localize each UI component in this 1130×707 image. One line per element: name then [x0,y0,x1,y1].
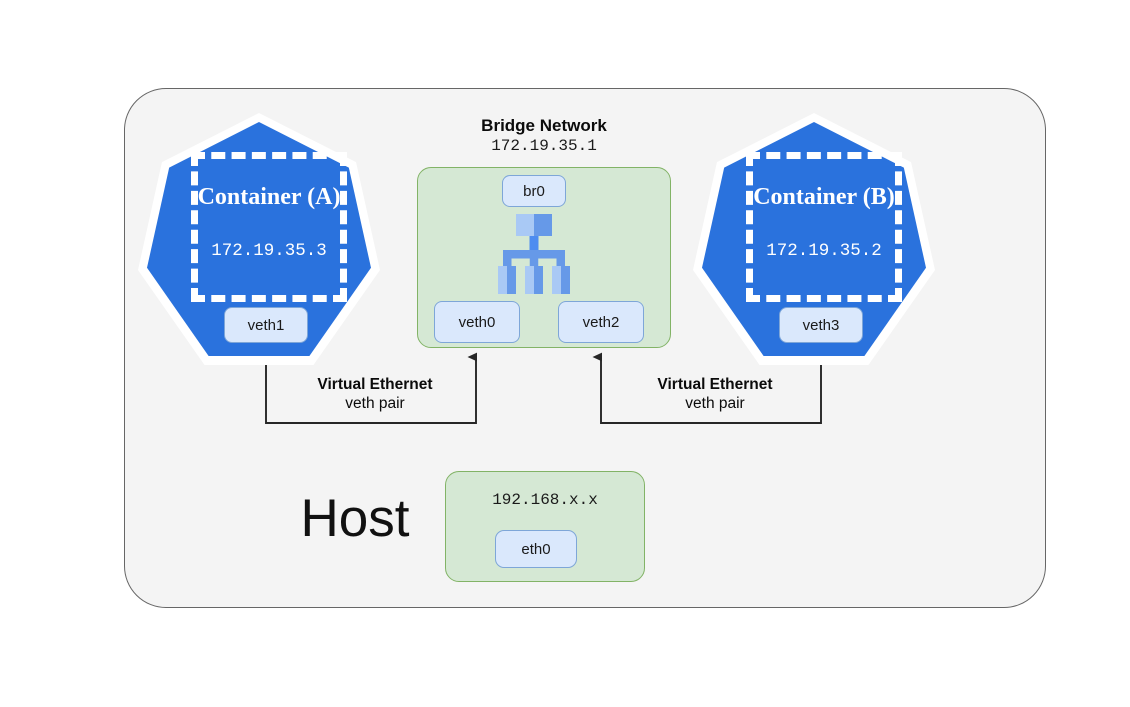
container-b-inner: Container (B) 172.19.35.2 [746,152,902,302]
veth-pair-subtitle-right: veth pair [685,395,745,413]
veth-pair-title-left: Virtual Ethernet [317,376,433,393]
veth-pair-title-right: Virtual Ethernet [657,376,773,393]
container-b-title: Container (B) [753,184,895,210]
veth-pair-label-left: Virtual Ethernet veth pair [260,375,490,414]
host-label: Host [300,489,410,548]
interface-eth0[interactable]: eth0 [495,530,577,568]
bridge-device-br0[interactable]: br0 [502,175,566,207]
container-a-title: Container (A) [197,184,341,210]
interface-veth3[interactable]: veth3 [779,307,863,343]
sitemap-tree-icon [498,214,570,294]
host-network-ip: 192.168.x.x [492,491,598,509]
interface-veth1[interactable]: veth1 [224,307,308,343]
interface-veth2[interactable]: veth2 [558,301,644,343]
bridge-network-ip: 172.19.35.1 [491,137,597,155]
veth-pair-label-right: Virtual Ethernet veth pair [600,375,830,414]
container-a-inner: Container (A) 172.19.35.3 [191,152,347,302]
interface-veth0[interactable]: veth0 [434,301,520,343]
bridge-network-title: Bridge Network [481,116,607,135]
container-a-ip: 172.19.35.3 [211,241,327,261]
container-b-ip: 172.19.35.2 [766,241,882,261]
veth-pair-subtitle-left: veth pair [345,395,405,413]
